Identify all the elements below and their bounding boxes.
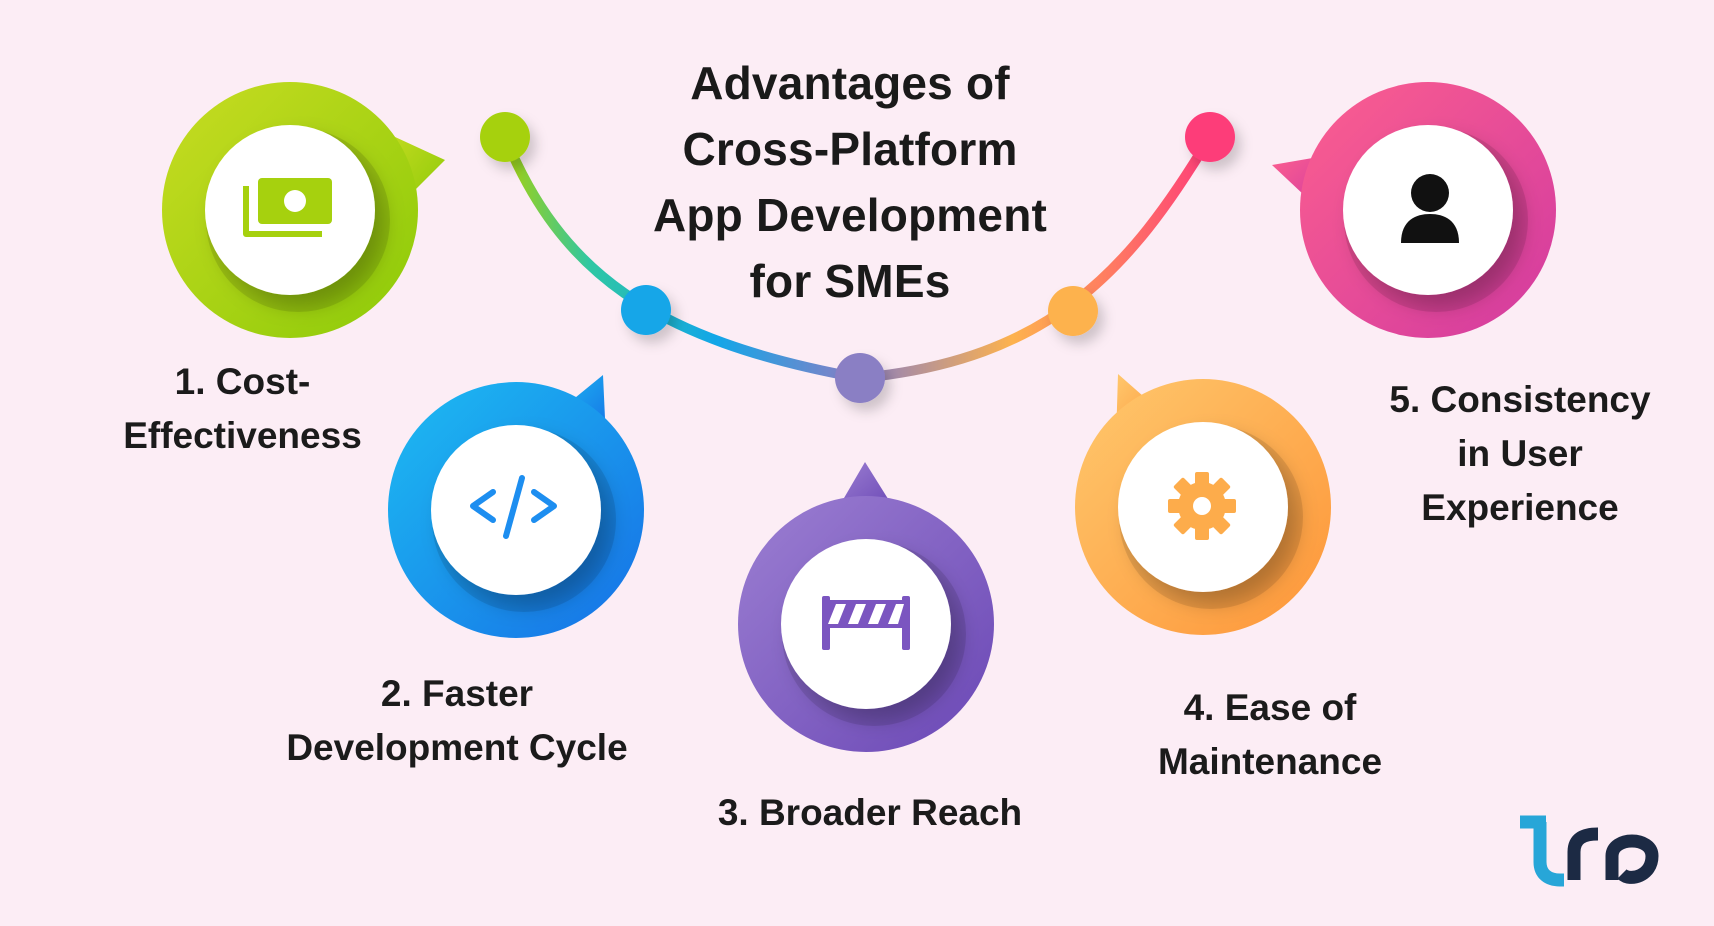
barrier-icon <box>822 596 910 650</box>
label-ease-of-maintenance: 4. Ease of Maintenance <box>1157 687 1383 782</box>
connector-dot-4 <box>1048 286 1098 336</box>
diagram-title: Advantages of Cross-Platform App Develop… <box>652 57 1048 307</box>
brand-logo <box>1520 815 1659 887</box>
connector-dot-2 <box>621 285 671 335</box>
code-icon <box>470 475 557 539</box>
label-cost-effectiveness: 1. Cost- Effectiveness <box>123 361 362 456</box>
node-consistency-in-user-experience <box>1272 82 1556 338</box>
logo-mark-r <box>1567 827 1599 880</box>
node-ease-of-maintenance <box>1075 374 1331 635</box>
gear-icon <box>1168 472 1236 540</box>
connector-dot-1 <box>480 112 530 162</box>
user-icon <box>1401 174 1459 243</box>
node-cost-effectiveness <box>162 82 445 338</box>
money-icon <box>243 178 332 237</box>
connector-dots <box>480 112 1235 403</box>
connector-dot-3 <box>835 353 885 403</box>
node-faster-development-cycle <box>388 375 644 638</box>
label-broader-reach: 3. Broader Reach <box>717 792 1023 833</box>
logo-mark-t <box>1520 815 1564 887</box>
logo-mark-o <box>1605 834 1659 884</box>
node-broader-reach <box>738 462 994 752</box>
connector-dot-5 <box>1185 112 1235 162</box>
label-faster-development-cycle: 2. Faster Development Cycle <box>286 673 628 768</box>
label-consistency-in-user-experience: 5. Consistency in User Experience <box>1389 379 1651 528</box>
